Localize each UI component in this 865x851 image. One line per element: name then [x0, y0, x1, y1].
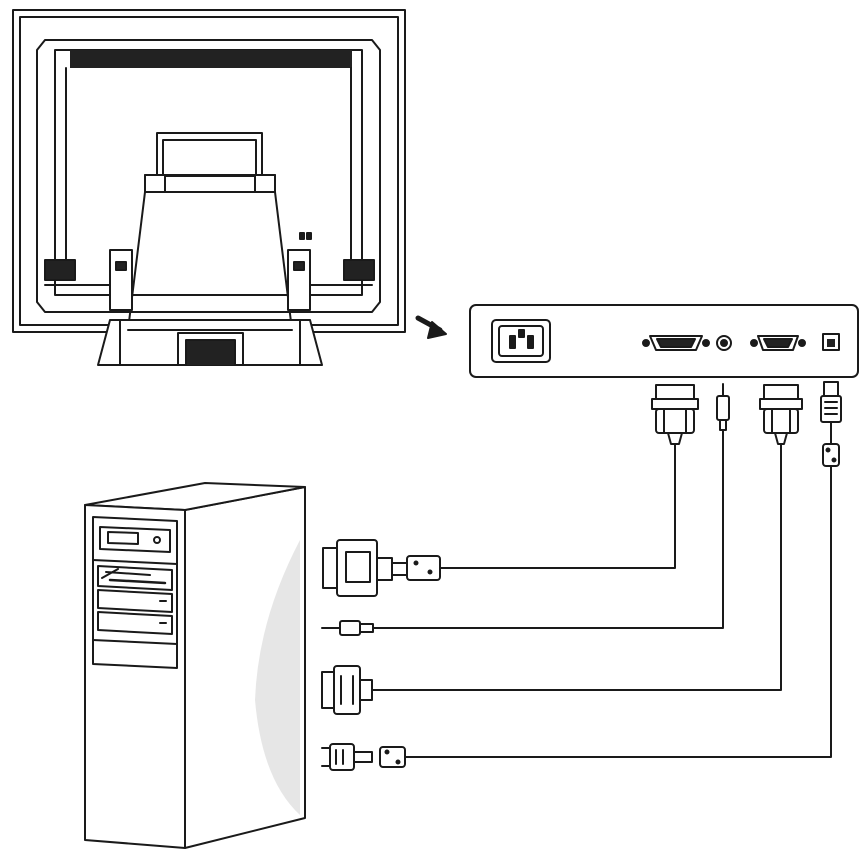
ac-power-socket-icon	[491, 319, 551, 363]
pc-serial-connector-icon	[321, 665, 373, 715]
serial-port-icon	[750, 335, 806, 351]
vga-port-icon	[642, 335, 710, 351]
arrow-right-icon	[415, 315, 447, 339]
audio-cable-icon	[372, 429, 724, 629]
usb-plug-icon	[820, 381, 842, 467]
io-panel-icon	[469, 304, 859, 378]
pc-usb-plug-icon	[321, 743, 406, 771]
pc-vga-connector-icon	[322, 539, 441, 597]
pc-audio-plug-icon	[321, 620, 374, 636]
monitor-rear-icon	[12, 9, 406, 366]
serial-cable-icon	[371, 443, 782, 691]
audio-plug-icon	[716, 383, 730, 431]
usb-cable-icon	[404, 465, 832, 758]
cable-wires	[371, 429, 832, 758]
audio-jack-icon	[716, 335, 732, 351]
serial-plug-icon	[759, 384, 803, 445]
pc-tower-icon	[84, 482, 306, 849]
vga-plug-icon	[651, 384, 699, 445]
usb-b-port-icon	[822, 333, 840, 351]
vga-cable-icon	[439, 443, 676, 569]
